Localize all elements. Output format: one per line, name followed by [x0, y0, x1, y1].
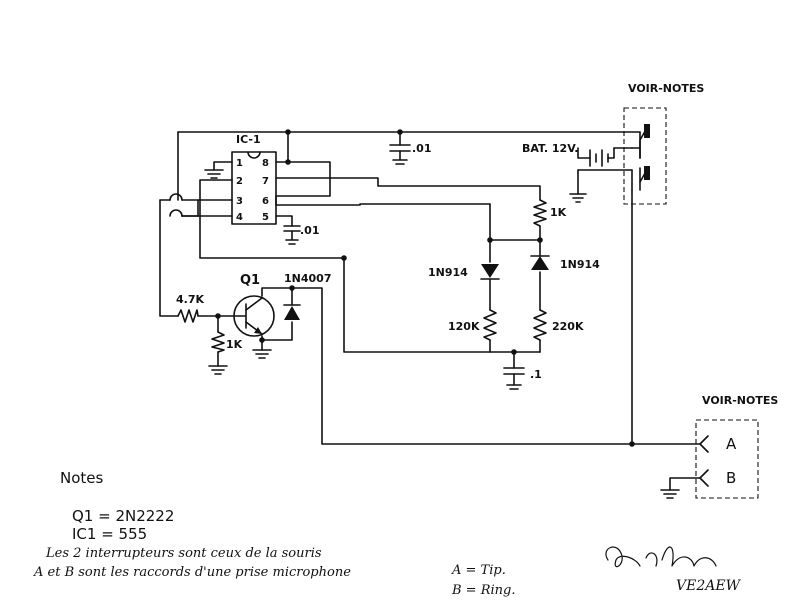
- capacitor-vcc-label: .01: [412, 142, 432, 155]
- capacitor-pin5-label: .01: [300, 224, 320, 237]
- capacitor-timing: .1: [503, 367, 542, 390]
- switch-box-label: VOIR-NOTES: [628, 82, 704, 95]
- ground-symbol: [204, 169, 224, 179]
- resistor-base-pulldown: 1K: [208, 331, 243, 375]
- battery: BAT. 12V.: [522, 142, 615, 203]
- resistor-base: 4.7K: [176, 293, 204, 323]
- signature: VE2AEW: [605, 546, 742, 594]
- resistor-left: 120K: [448, 309, 497, 341]
- notes-connector: A et B sont les raccords d'une prise mic…: [33, 565, 351, 580]
- resistor-base-label: 4.7K: [176, 293, 204, 306]
- terminal-a-label: A: [726, 435, 737, 453]
- notes-block: Notes Q1 = 2N2222 IC1 = 555 Les 2 interr…: [33, 469, 515, 598]
- mic-box-label: VOIR-NOTES: [702, 394, 778, 407]
- capacitor-pin5: .01: [283, 224, 320, 245]
- battery-label: BAT. 12V.: [522, 142, 578, 155]
- notes-switches: Les 2 interrupteurs sont ceux de la sour…: [45, 546, 322, 561]
- ic-pin-2: 2: [236, 176, 243, 187]
- resistor-left-label: 120K: [448, 320, 480, 333]
- terminal-b-label: B: [726, 469, 736, 487]
- resistor-top-label: 1K: [550, 206, 567, 219]
- notes-ring: B = Ring.: [451, 583, 515, 598]
- ic-pin-8: 8: [262, 158, 269, 169]
- notes-ic1: IC1 = 555: [72, 525, 147, 543]
- wiring: [159, 131, 701, 491]
- resistor-right: 220K: [533, 309, 584, 341]
- notes-title: Notes: [60, 469, 104, 487]
- ic-pin-6: 6: [262, 196, 269, 207]
- ic-pin-5: 5: [262, 212, 269, 223]
- mic-connector: VOIR-NOTES A B: [660, 394, 778, 499]
- diode-protect: 1N4007: [283, 272, 331, 320]
- capacitor-timing-label: .1: [530, 368, 542, 381]
- ic-pin-1: 1: [236, 158, 243, 169]
- diode-left-label: 1N914: [428, 266, 468, 279]
- resistor-top: 1K: [533, 199, 567, 227]
- ic-label: IC-1: [236, 133, 261, 146]
- diode-right-label: 1N914: [560, 258, 600, 271]
- transistor-label: Q1: [240, 273, 260, 288]
- ic-pin-3: 3: [236, 196, 243, 207]
- resistor-right-label: 220K: [552, 320, 584, 333]
- ic-pin-7: 7: [262, 176, 269, 187]
- capacitor-vcc: .01: [389, 142, 432, 165]
- signature-callsign: VE2AEW: [676, 578, 742, 594]
- diode-right: 1N914: [530, 255, 600, 271]
- ic-555: IC-1 1 2 3 4 8 7 6 5: [231, 133, 277, 225]
- junction-dots: [215, 129, 635, 447]
- resistor-base-pulldown-label: 1K: [226, 338, 243, 351]
- transistor-q1: Q1: [233, 273, 275, 359]
- diode-protect-label: 1N4007: [284, 272, 331, 285]
- wire-crossovers: [169, 193, 199, 217]
- notes-q1: Q1 = 2N2222: [72, 507, 174, 525]
- diode-left: 1N914: [428, 264, 500, 280]
- ic-pin-4: 4: [236, 212, 243, 223]
- switch-box: VOIR-NOTES: [623, 82, 704, 205]
- notes-tip: A = Tip.: [451, 563, 506, 578]
